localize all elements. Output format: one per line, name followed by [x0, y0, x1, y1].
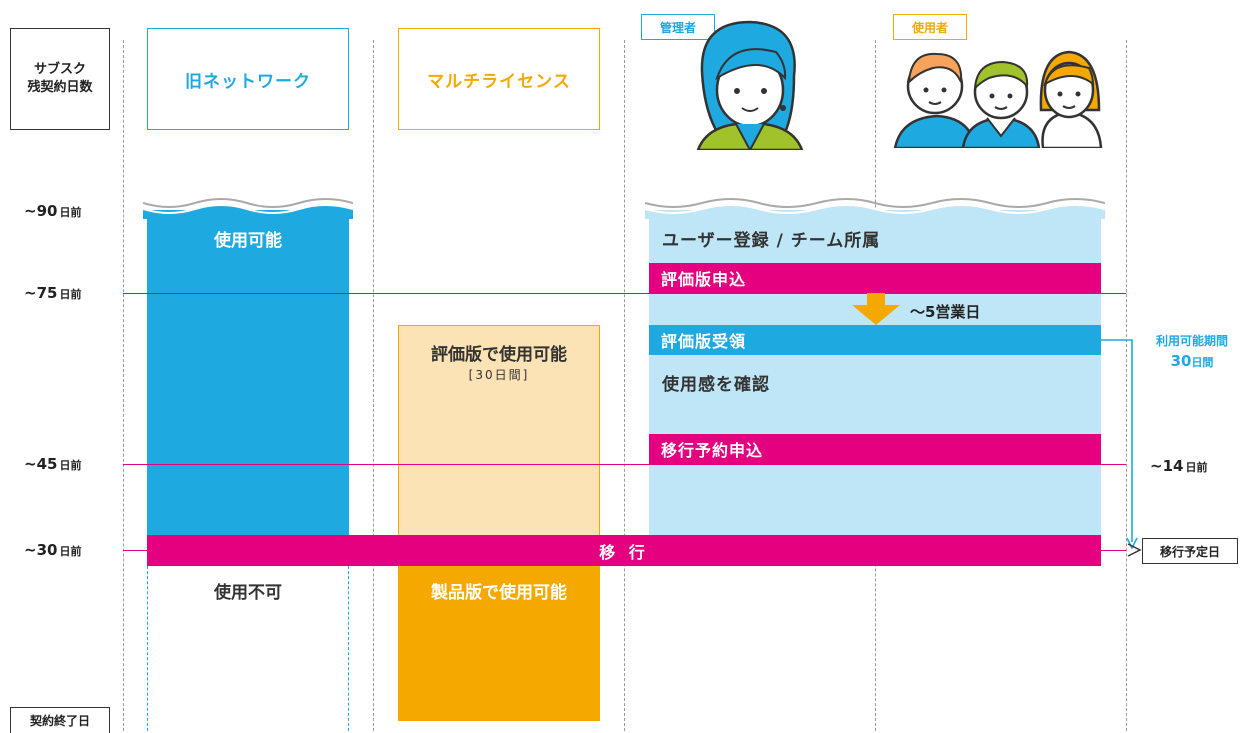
- column-divider: [373, 40, 374, 731]
- wait-label: ～5営業日: [910, 303, 981, 321]
- row-label-75-unit: 日前: [59, 288, 82, 301]
- admin-avatar-icon: [696, 20, 804, 150]
- multi-product-label: 製品版で使用可能: [431, 583, 567, 603]
- register-step-label: ユーザー登録 / チーム所属: [662, 231, 881, 251]
- network-column-header: 旧ネットワーク: [147, 28, 349, 130]
- availability-bracket: [1101, 339, 1138, 550]
- network-unavailable-edge: [348, 566, 349, 731]
- row-label-75-num: ~75: [24, 284, 58, 302]
- multi-trial-sublabel: [30日間]: [468, 368, 530, 382]
- migration-date-pointer: [1127, 543, 1142, 557]
- user-tag: 使用者: [893, 14, 967, 40]
- network-available-block: [147, 210, 349, 536]
- row-label-45-unit: 日前: [59, 459, 82, 472]
- contract-end-label: 契約終了日: [10, 707, 110, 733]
- multi-product-block: [398, 566, 600, 721]
- admin-tag: 管理者: [641, 14, 715, 40]
- timeline-45-line: [123, 464, 1126, 465]
- multi-trial-label: 評価版で使用可能: [431, 345, 567, 365]
- wave-cut-network: [143, 198, 353, 219]
- migration-bar: 移 行: [147, 535, 1101, 566]
- column-divider: [624, 40, 625, 731]
- trial-receive-bar: 評価版受領: [649, 325, 1101, 355]
- availability-period-label: 利用可能期間: [1155, 334, 1228, 348]
- row-label-90-unit: 日前: [59, 206, 82, 219]
- deadline-unit: 日前: [1185, 461, 1208, 474]
- network-unavailable-edge: [147, 566, 148, 731]
- wave-cut-steps: [645, 198, 1105, 219]
- migration-date-tag: 移行予定日: [1142, 538, 1238, 564]
- confirm-step-label: 使用感を確認: [662, 375, 770, 395]
- migration-apply-bar: 移行予約申込: [649, 434, 1101, 464]
- timeline-75-line: [123, 293, 1126, 294]
- down-arrow-icon: [852, 293, 900, 325]
- multi-trial-block: [398, 325, 600, 536]
- row-label-30-num: ~30: [24, 541, 58, 559]
- row-label-90-num: ~90: [24, 202, 58, 220]
- remaining-days-header: サブスク 残契約日数: [10, 28, 110, 130]
- multi-license-column-header: マルチライセンス: [398, 28, 600, 130]
- column-divider: [123, 40, 124, 731]
- network-available-label: 使用可能: [214, 231, 282, 251]
- period-number: 30: [1170, 352, 1192, 370]
- users-avatar-icon: [893, 50, 1103, 148]
- column-divider: [1126, 40, 1127, 731]
- period-unit: 日間: [1191, 356, 1214, 369]
- trial-apply-bar: 評価版申込: [649, 263, 1101, 293]
- row-label-45-num: ~45: [24, 455, 58, 473]
- row-label-30-unit: 日前: [59, 545, 82, 558]
- availability-period-value: 30日間: [1138, 352, 1246, 370]
- deadline-number: ~14: [1150, 457, 1184, 475]
- network-unavailable-label: 使用不可: [214, 583, 282, 603]
